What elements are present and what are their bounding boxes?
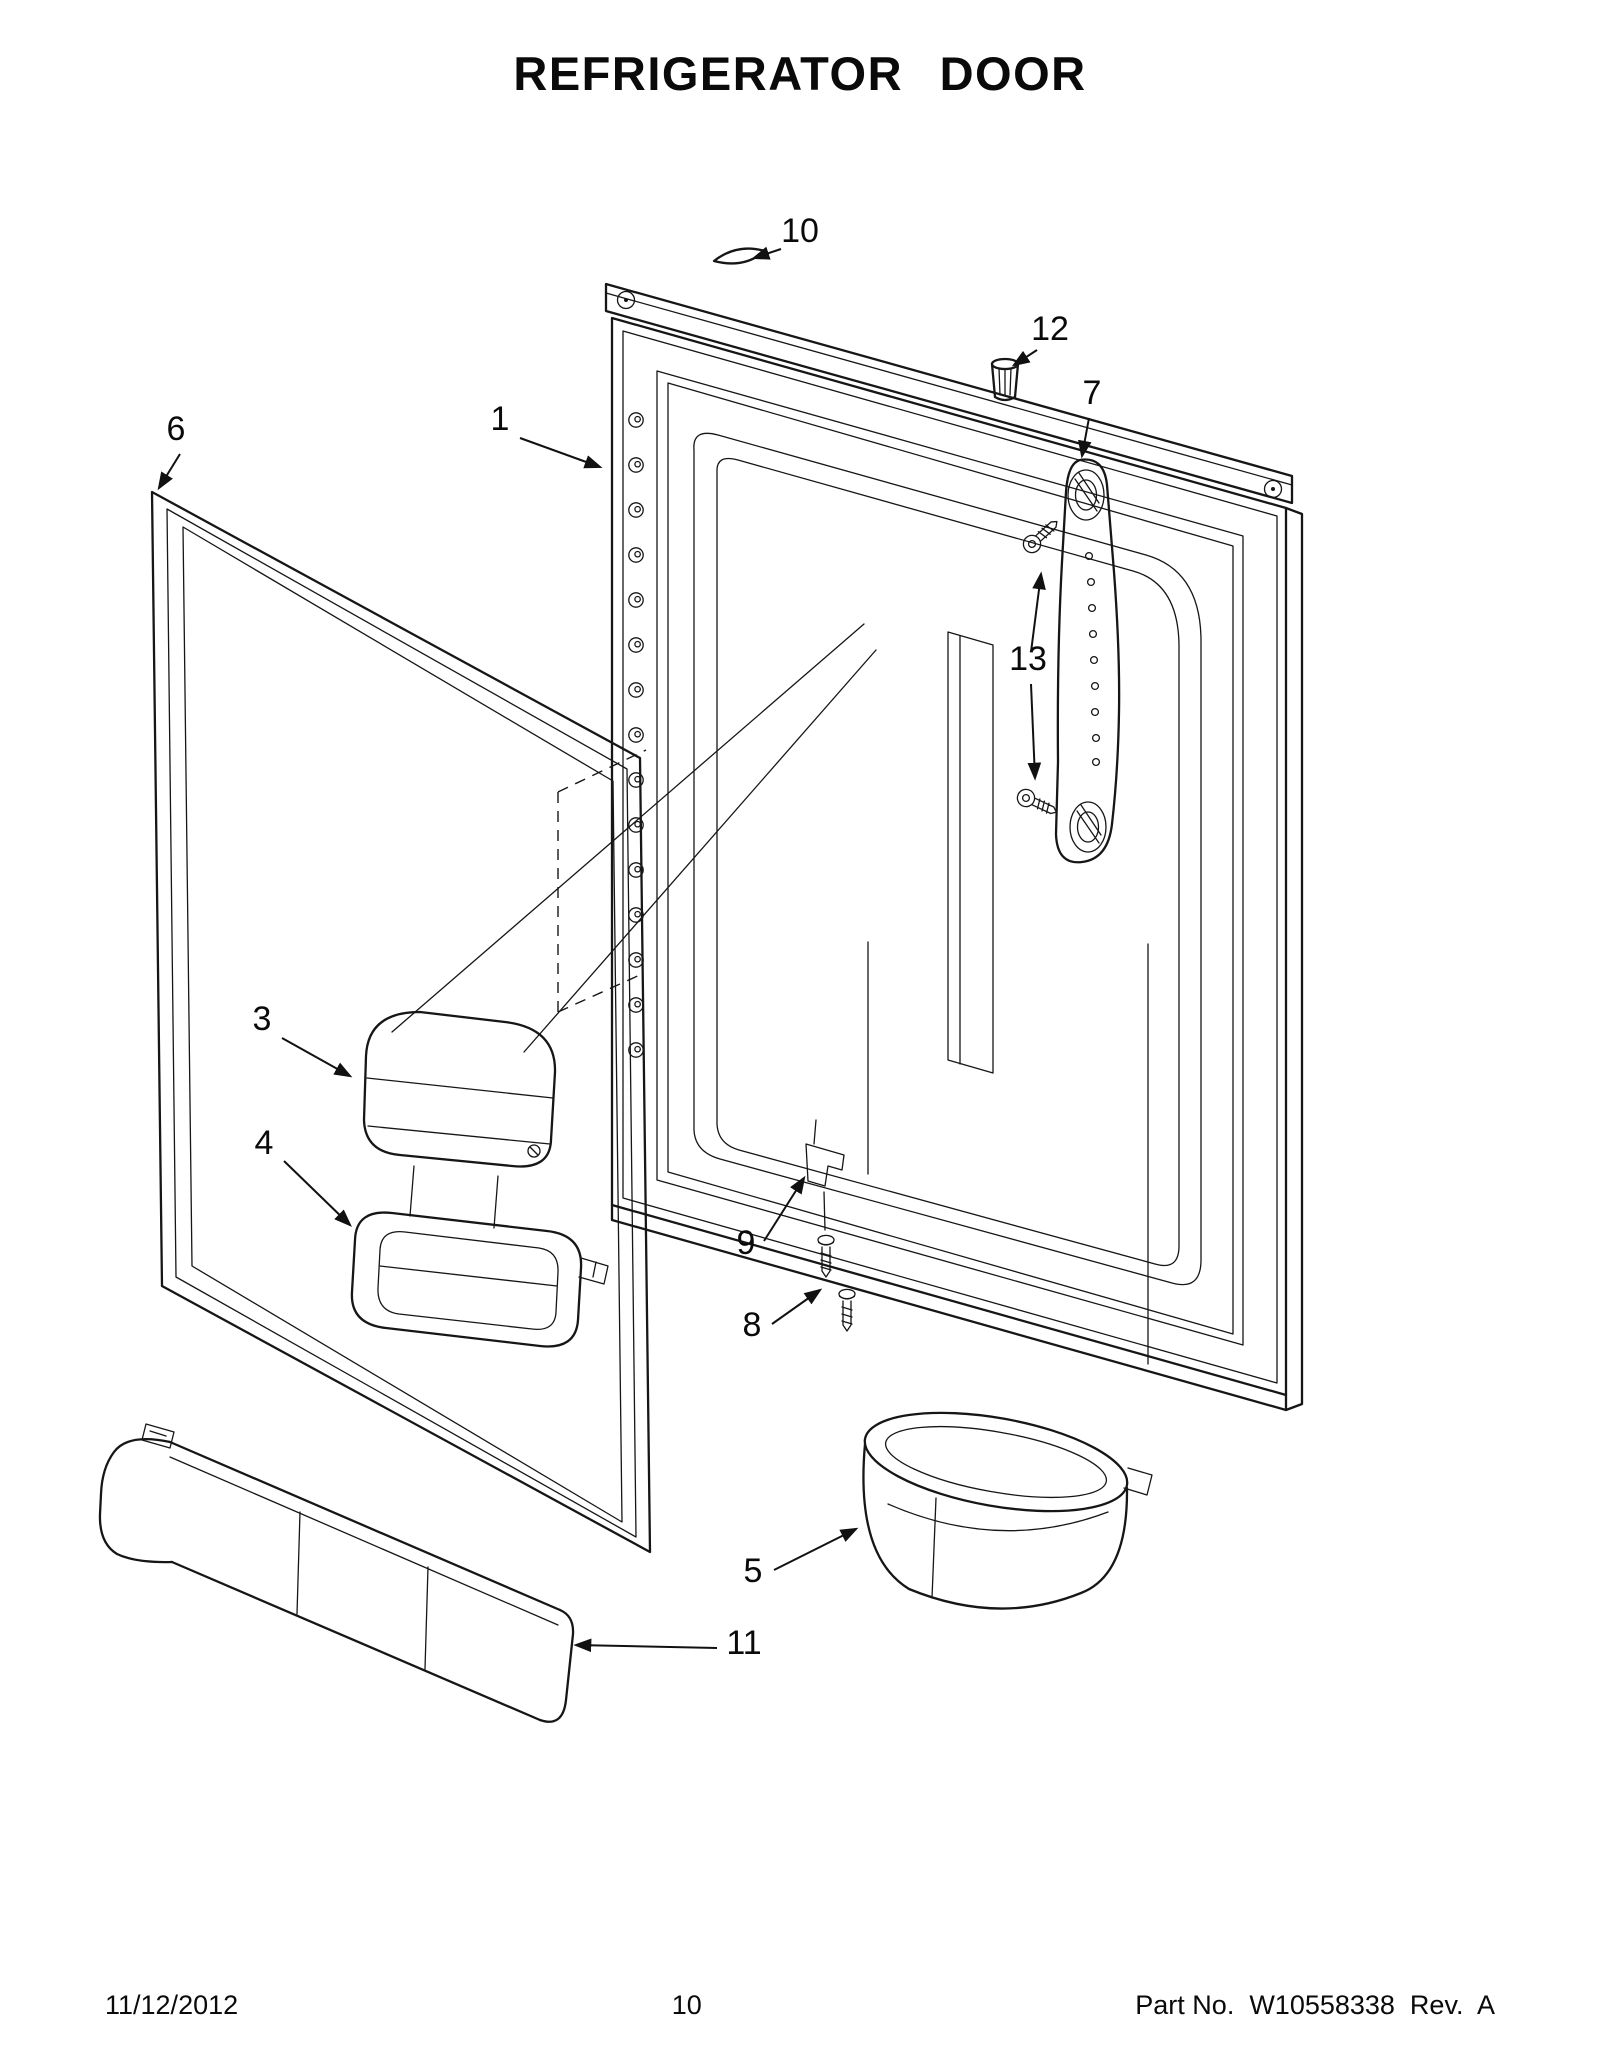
alignment-lines: [391, 623, 877, 1053]
callout-13-leader-bottom: [1027, 683, 1042, 781]
door-panel-part: [150, 490, 652, 1554]
callout-11-label: 11: [726, 1624, 761, 1662]
dispenser-frame-part: [350, 1211, 609, 1348]
callout-13-label: 13: [1009, 640, 1047, 678]
page-footer: 11/12/2012 10 Part No. W10558338 Rev. A: [0, 1990, 1600, 2021]
callout-9-leader: [763, 1175, 806, 1242]
mounting-bracket-part: [805, 1119, 845, 1231]
callout-leaders: [157, 246, 1092, 1653]
door-top-trim-part: [604, 282, 1294, 505]
callout-13-leader-top: [1030, 571, 1046, 653]
door-handle-part: [1054, 458, 1121, 864]
callout-7-leader: [1078, 417, 1092, 459]
callout-labels: 1 3 4 5 6 7 8 9 10 11 12 13: [167, 212, 1102, 1662]
callout-1-label: 1: [491, 400, 510, 438]
callout-11-leader: [573, 1638, 718, 1653]
callout-7-label: 7: [1083, 374, 1102, 412]
gasket-part: [628, 412, 644, 1058]
footer-page-number: 10: [671, 1990, 702, 2020]
callout-9-label: 9: [737, 1224, 756, 1262]
callout-10-leader: [751, 246, 782, 260]
callout-5-leader: [773, 1527, 859, 1571]
door-liner-part: [610, 316, 1304, 1412]
callout-12-label: 12: [1031, 310, 1069, 348]
footer-part-info: Part No. W10558338 Rev. A: [1135, 1990, 1495, 2020]
page-title: REFRIGERATOR DOOR: [513, 47, 1087, 100]
hole-plug-part: [990, 357, 1020, 402]
callout-8-label: 8: [743, 1306, 762, 1344]
door-shelf-part: [98, 1423, 575, 1723]
callout-4-leader: [283, 1160, 352, 1227]
callout-1-leader: [519, 437, 603, 469]
callout-4-label: 4: [255, 1124, 274, 1162]
callout-12-leader: [1011, 349, 1038, 367]
door-bin-part: [862, 1411, 1153, 1610]
callout-3-label: 3: [253, 1000, 272, 1038]
callout-6-leader: [157, 453, 181, 491]
dispenser-cover-part: [362, 1010, 557, 1229]
callout-8-leader: [771, 1288, 823, 1325]
callout-3-leader: [281, 1037, 353, 1078]
callout-5-label: 5: [744, 1552, 763, 1590]
footer-date: 11/12/2012: [105, 1990, 239, 2020]
callout-10-label: 10: [781, 212, 819, 250]
callout-6-label: 6: [167, 410, 186, 448]
